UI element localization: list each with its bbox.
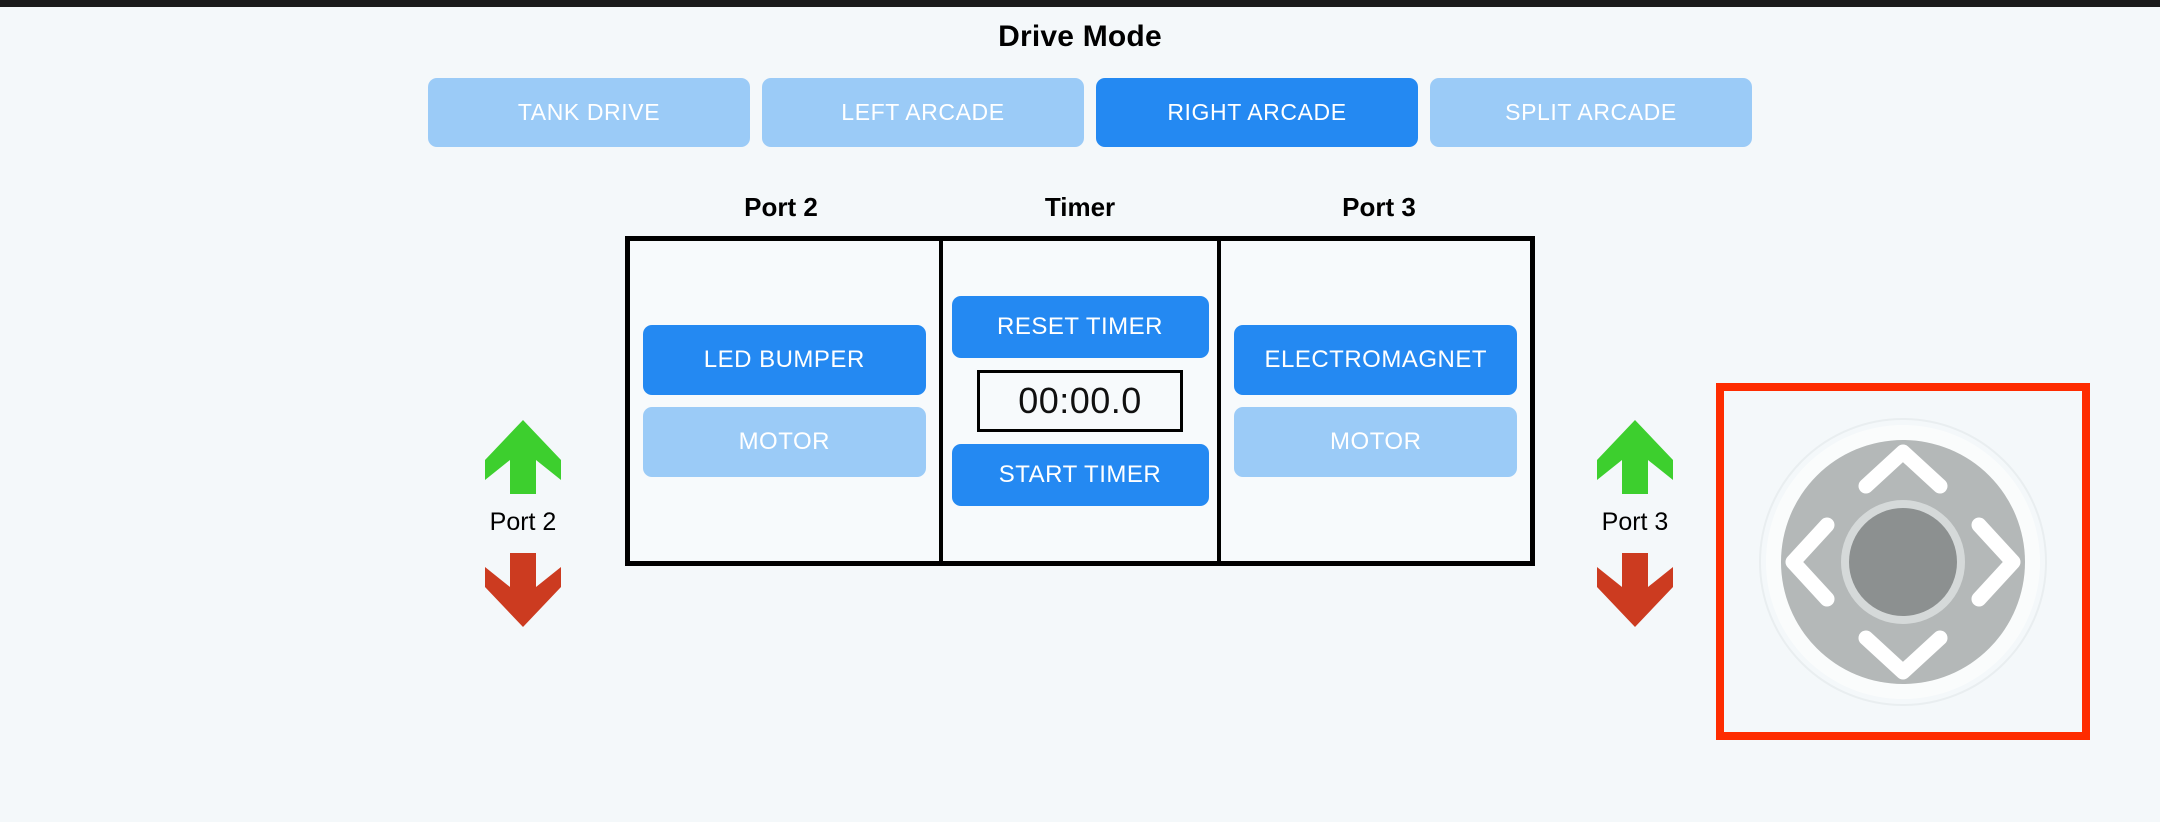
port3-motor-button[interactable]: MOTOR	[1234, 407, 1518, 477]
port2-led-bumper-button[interactable]: LED BUMPER	[642, 325, 926, 395]
panel-port3: ELECTROMAGNET MOTOR	[1221, 241, 1530, 561]
drive-mode-right-arcade[interactable]: RIGHT ARCADE	[1096, 78, 1418, 147]
arrow-down-icon[interactable]	[1595, 551, 1675, 629]
port2-direction-indicator: Port 2	[448, 418, 598, 629]
panel-heading-timer: Timer	[1044, 192, 1116, 222]
dpad-highlight-box	[1716, 383, 2090, 740]
timer-display: 00:00.0	[977, 370, 1183, 432]
panel-heading-port2: Port 2	[744, 192, 818, 222]
arrow-down-icon[interactable]	[483, 551, 563, 629]
start-timer-button[interactable]: START TIMER	[951, 444, 1209, 506]
chevron-right-icon	[1971, 517, 2021, 606]
chevron-left-icon	[1785, 517, 1835, 606]
port2-motor-button[interactable]: MOTOR	[642, 407, 926, 477]
drive-mode-left-arcade[interactable]: LEFT ARCADE	[762, 78, 1084, 147]
reset-timer-button[interactable]: RESET TIMER	[951, 296, 1209, 358]
arrow-up-icon[interactable]	[1595, 418, 1675, 496]
page-title: Drive Mode	[998, 20, 1162, 53]
chevron-up-icon	[1858, 444, 1948, 493]
chevron-down-icon	[1858, 630, 1948, 679]
drive-mode-tank-drive[interactable]: TANK DRIVE	[428, 78, 750, 147]
drive-mode-button-group: TANK DRIVE LEFT ARCADE RIGHT ARCADE SPLI…	[428, 78, 1752, 147]
arrow-up-icon[interactable]	[483, 418, 563, 496]
panel-heading-port3: Port 3	[1342, 192, 1416, 222]
port3-electromagnet-button[interactable]: ELECTROMAGNET	[1234, 325, 1518, 395]
port2-indicator-label: Port 2	[489, 508, 557, 536]
dpad-control[interactable]	[1753, 412, 2053, 712]
panel-heading-row: Port 2 Timer Port 3	[625, 192, 1535, 223]
port3-indicator-label: Port 3	[1601, 508, 1669, 536]
control-panel-group: LED BUMPER MOTOR RESET TIMER 00:00.0 STA…	[625, 236, 1535, 566]
panel-timer: RESET TIMER 00:00.0 START TIMER	[938, 241, 1222, 561]
drive-mode-split-arcade[interactable]: SPLIT ARCADE	[1430, 78, 1752, 147]
port3-direction-indicator: Port 3	[1560, 418, 1710, 629]
top-edge-strip	[0, 0, 2160, 7]
panel-port2: LED BUMPER MOTOR	[630, 241, 939, 561]
